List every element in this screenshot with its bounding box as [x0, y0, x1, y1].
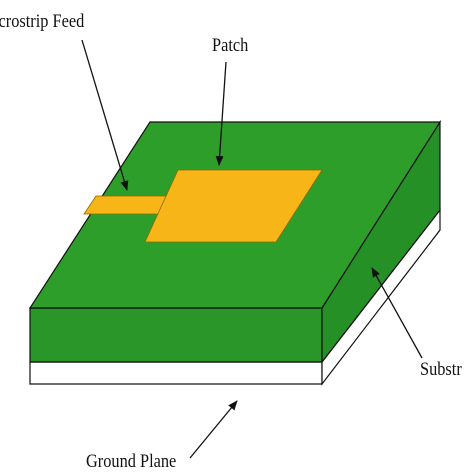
- patch-label: Patch: [212, 35, 249, 56]
- ground-plane: [29, 208, 441, 386]
- patch-element: [144, 169, 323, 243]
- microstrip-feed-label: icrostrip Feed: [0, 11, 85, 32]
- ground-plane-label: Ground Plane: [86, 451, 177, 472]
- ground-plane-front: [29, 361, 323, 385]
- substrate-arrow: [371, 267, 423, 359]
- substrate-front-face: [29, 307, 323, 363]
- patch-arrow: [215, 61, 227, 166]
- feed-arrow: [81, 39, 129, 191]
- substrate-label: Substr: [420, 359, 462, 380]
- ground-plane-arrow: [189, 400, 238, 459]
